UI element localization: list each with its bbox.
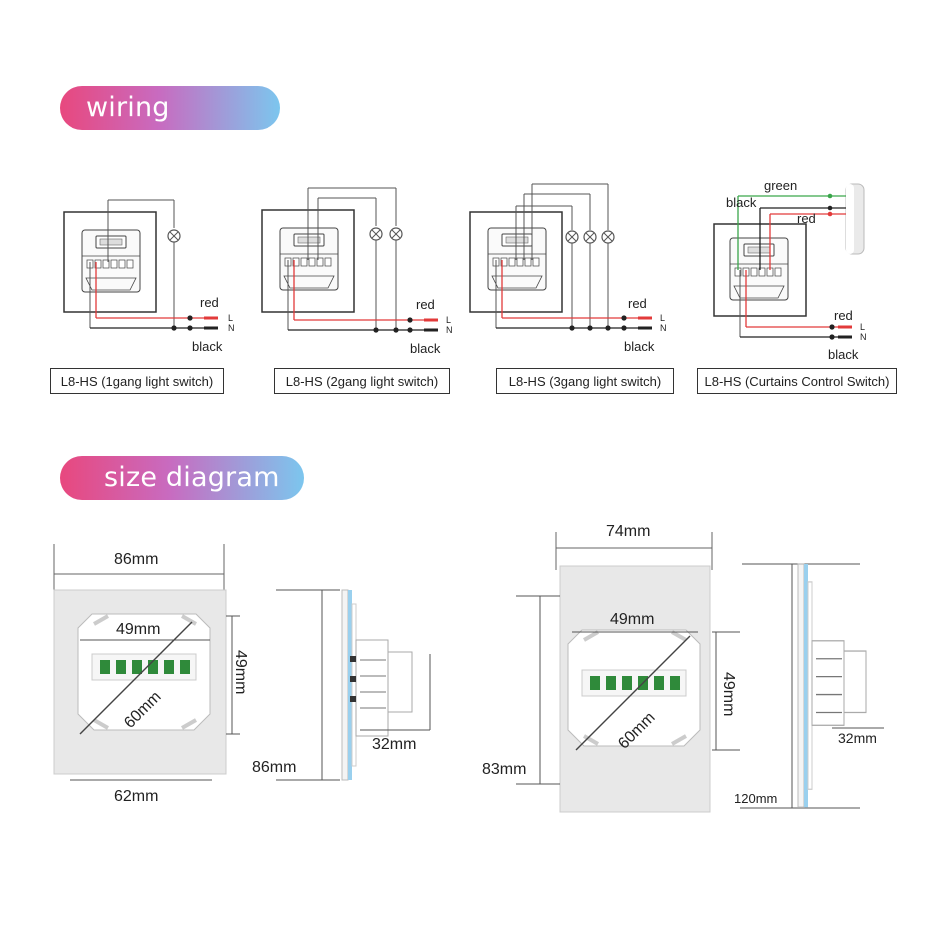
wiring-panel-3gang: red black L N (469, 183, 667, 354)
size-diagram-title: size diagram (60, 456, 304, 500)
dim-right-height-left: 83mm (482, 761, 526, 778)
size-right-side: 32mm 120mm (734, 563, 884, 809)
wiring-diagram-title: wiring diagram (60, 86, 280, 167)
wire-label-black-2: black (410, 341, 441, 356)
dim-left-inner: 49mm (116, 621, 160, 638)
wire-label-red-2: red (416, 297, 435, 312)
wire-label-black-4b: black (828, 347, 859, 362)
wire-label-black: black (192, 339, 223, 354)
dim-right-width: 74mm (606, 523, 650, 540)
wiring-panel-1gang: red black L N (63, 199, 235, 354)
wire-label-n-4: N (860, 332, 867, 342)
caption-2gang: L8-HS (2gang light switch) (274, 368, 450, 394)
wire-label-red-3: red (628, 296, 647, 311)
dim-left-bottom: 62mm (114, 788, 158, 805)
dim-left-depth: 32mm (372, 736, 416, 753)
wiring-diagrams: red black L N red black L N (63, 178, 867, 362)
dim-right-inner: 49mm (610, 611, 654, 628)
dim-left-inner-v: 49mm (232, 650, 249, 694)
caption-curtains: L8-HS (Curtains Control Switch) (697, 368, 897, 394)
size-left-side: 32mm 86mm (252, 589, 431, 781)
wire-label-n-3: N (660, 323, 667, 333)
wire-label-red-4a: red (797, 211, 816, 226)
dim-right-inner-v: 49mm (720, 672, 737, 716)
size-diagram-title-text: size diagram (104, 462, 280, 493)
dim-left-width: 86mm (114, 551, 158, 568)
wire-label-red: red (200, 295, 219, 310)
size-left-front: 86mm 49mm 60mm 49mm 62mm (53, 544, 249, 805)
wire-label-n-2: N (446, 325, 453, 335)
wire-label-l: L (228, 313, 233, 323)
dim-right-height: 120mm (734, 791, 777, 806)
wire-label-black-4a: black (726, 195, 757, 210)
wire-label-green: green (764, 178, 797, 193)
wire-label-n: N (228, 323, 235, 333)
wiring-diagram-title-text: wiring diagram (86, 92, 200, 167)
size-right-front: 74mm 83mm 49mm 60mm 49mm (482, 523, 740, 813)
caption-1gang: L8-HS (1gang light switch) (50, 368, 224, 394)
caption-3gang: L8-HS (3gang light switch) (496, 368, 674, 394)
size-diagrams: 86mm 49mm 60mm 49mm 62mm 32mm 86mm 74mm … (53, 523, 884, 813)
wire-label-l-3: L (660, 313, 665, 323)
wire-label-black-3: black (624, 339, 655, 354)
wire-label-l-4: L (860, 322, 865, 332)
wire-label-red-4b: red (834, 308, 853, 323)
dim-right-depth: 32mm (838, 730, 877, 746)
dim-left-height: 86mm (252, 759, 296, 776)
wiring-panel-2gang: red black L N (261, 187, 453, 356)
wire-label-l-2: L (446, 315, 451, 325)
wiring-panel-curtains: green black red red black L N (713, 178, 867, 362)
